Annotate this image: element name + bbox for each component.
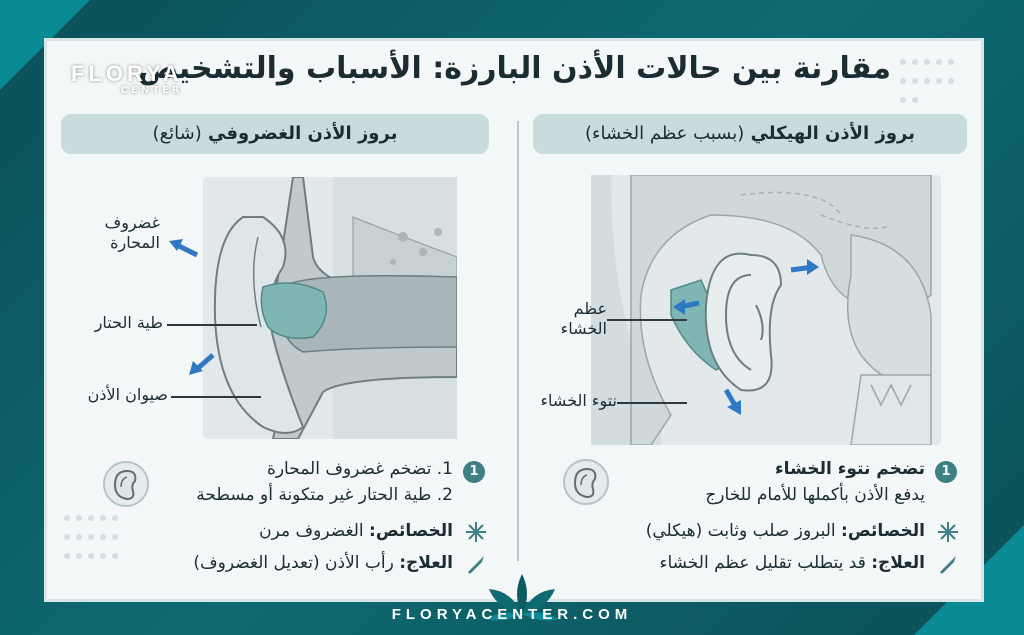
leader-line: [167, 324, 257, 326]
scalpel-icon: [937, 553, 959, 575]
skull-ear-diagram: [591, 174, 932, 446]
left-treatment-label: العلاج:: [399, 553, 453, 573]
page-title: مقارنة بين حالات الأذن البارزة: الأسباب …: [137, 51, 891, 86]
leader-line: [617, 402, 687, 404]
panel-divider: [517, 121, 519, 561]
right-treatment: العلاج: قد يتطلب تقليل عظم الخشاء: [659, 553, 925, 573]
left-item2: 2. طية الحتار غير متكونة أو مسطحة: [196, 485, 453, 505]
label-concha-line2: المحارة: [110, 233, 160, 252]
snowflake-icon: [937, 521, 959, 543]
brand-logo-top: FLORYA CENTER: [71, 61, 183, 96]
ear-cartilage-diagram: [213, 176, 458, 440]
ear-icon: [103, 461, 149, 507]
right-heading-sub: (بسبب عظم الخشاء): [585, 123, 745, 144]
left-panel-heading: بروز الأذن الغضروفي (شائع): [61, 114, 489, 154]
florya-leaf-logo: [477, 569, 567, 635]
label-auricle: صيوان الأذن: [87, 385, 168, 404]
snowflake-icon: [465, 521, 487, 543]
label-antihelix-fold: طية الحتار: [94, 313, 163, 332]
brand-name: FLORYA: [71, 61, 183, 86]
arrow-icon: [189, 353, 215, 375]
right-features-text: البروز صلب وثابت (هيكلي): [645, 521, 836, 541]
leader-line: [171, 396, 261, 398]
ear-icon: [563, 459, 609, 505]
leader-line: [607, 319, 687, 321]
label-mastoid-bone: عظم الخشاء: [517, 299, 607, 339]
arrow-icon: [169, 239, 199, 258]
decorative-dots: [897, 53, 967, 110]
label-concha-line1: غضروف: [104, 213, 160, 232]
left-treatment-text: رأب الأذن (تعديل الغضروف): [193, 553, 394, 573]
left-heading-main: بروز الأذن الغضروفي: [208, 123, 398, 144]
decorative-dots: [61, 509, 131, 566]
label-concha-cartilage: غضروف المحارة: [65, 213, 160, 253]
number-badge: 1: [463, 461, 485, 483]
right-treatment-label: العلاج:: [871, 553, 925, 573]
label-mastoid-bone-line2: الخشاء: [560, 319, 607, 338]
infographic-card: مقارنة بين حالات الأذن البارزة: الأسباب …: [44, 38, 984, 621]
footer-website[interactable]: FLORYACENTER.COM: [391, 606, 633, 623]
right-features-label: الخصائص:: [841, 521, 925, 541]
left-features-text: الغضروف مرن: [259, 521, 364, 541]
scalpel-icon: [465, 553, 487, 575]
left-treatment: العلاج: رأب الأذن (تعديل الغضروف): [193, 553, 453, 573]
skull-illustration: [591, 174, 941, 446]
right-heading-main: بروز الأذن الهيكلي: [750, 123, 915, 144]
right-item1-desc: يدفع الأذن بأكملها للأمام للخارج: [705, 485, 925, 505]
ear-cross-section-illustration: [203, 176, 458, 440]
right-panel-heading: بروز الأذن الهيكلي (بسبب عظم الخشاء): [533, 114, 967, 154]
number-badge: 1: [935, 461, 957, 483]
right-item1-title: تضخم نتوء الخشاء: [774, 459, 925, 479]
label-mastoid-process: نتوء الخشاء: [540, 391, 617, 410]
label-mastoid-bone-line1: عظم: [573, 299, 607, 318]
left-item1: 1. تضخم غضروف المحارة: [266, 459, 453, 479]
left-features: الخصائص: الغضروف مرن: [259, 521, 453, 541]
right-features: الخصائص: البروز صلب وثابت (هيكلي): [646, 521, 925, 541]
right-treatment-text: قد يتطلب تقليل عظم الخشاء: [659, 553, 866, 573]
left-heading-sub: (شائع): [152, 123, 202, 144]
brand-sub: CENTER: [120, 85, 183, 96]
left-features-label: الخصائص:: [369, 521, 453, 541]
